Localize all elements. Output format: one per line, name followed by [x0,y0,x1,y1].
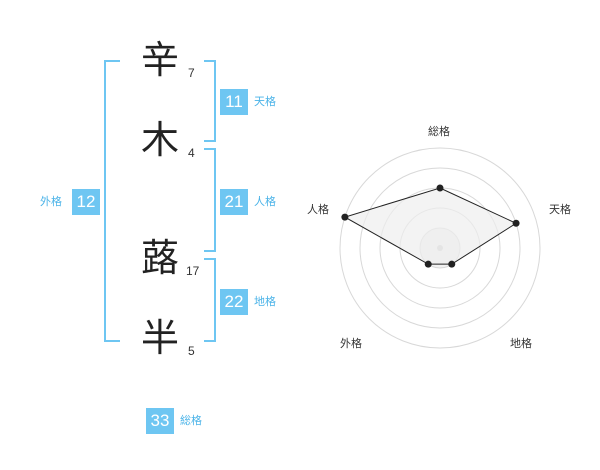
radar-point-5 [341,213,349,221]
name-char-3: 蕗 [140,236,179,280]
name-char-2: 木 [140,118,179,162]
soukaku-badge: 33 [146,408,174,434]
stroke-count-4: 5 [188,344,195,358]
tenkaku-badge: 11 [220,89,248,115]
radar-label-jinkaku: 人格 [307,203,329,216]
name-char-1: 辛 [140,38,179,82]
radar-point-2 [512,219,520,227]
radar-point-3 [448,260,456,268]
radar-point-1 [436,184,444,192]
gaikaku-bracket [104,60,120,342]
chikaku-badge: 22 [220,289,248,315]
jinkaku-bracket [204,148,216,252]
radar-label-chikaku: 地格 [510,337,532,350]
stroke-count-2: 4 [188,146,195,160]
radar-label-soukaku: 総格 [428,125,450,138]
tenkaku-bracket [204,60,216,142]
chikaku-label: 地格 [254,295,276,308]
radar-point-4 [424,260,432,268]
gaikaku-badge: 12 [72,189,100,215]
soukaku-label: 総格 [180,414,202,427]
radar-score-polygon [343,187,518,265]
gaikaku-label: 外格 [40,195,62,208]
name-char-4: 半 [140,316,179,360]
tenkaku-label: 天格 [254,95,276,108]
jinkaku-label: 人格 [254,195,276,208]
radar-grid-ring [359,167,521,329]
radar-grid-ring [339,147,541,349]
stroke-count-3: 17 [186,264,200,278]
chikaku-bracket [204,258,216,342]
jinkaku-badge: 21 [220,189,248,215]
stroke-count-1: 7 [188,66,195,80]
radar-label-gaikaku: 外格 [340,337,362,350]
radar-label-tenkaku: 天格 [549,203,571,216]
